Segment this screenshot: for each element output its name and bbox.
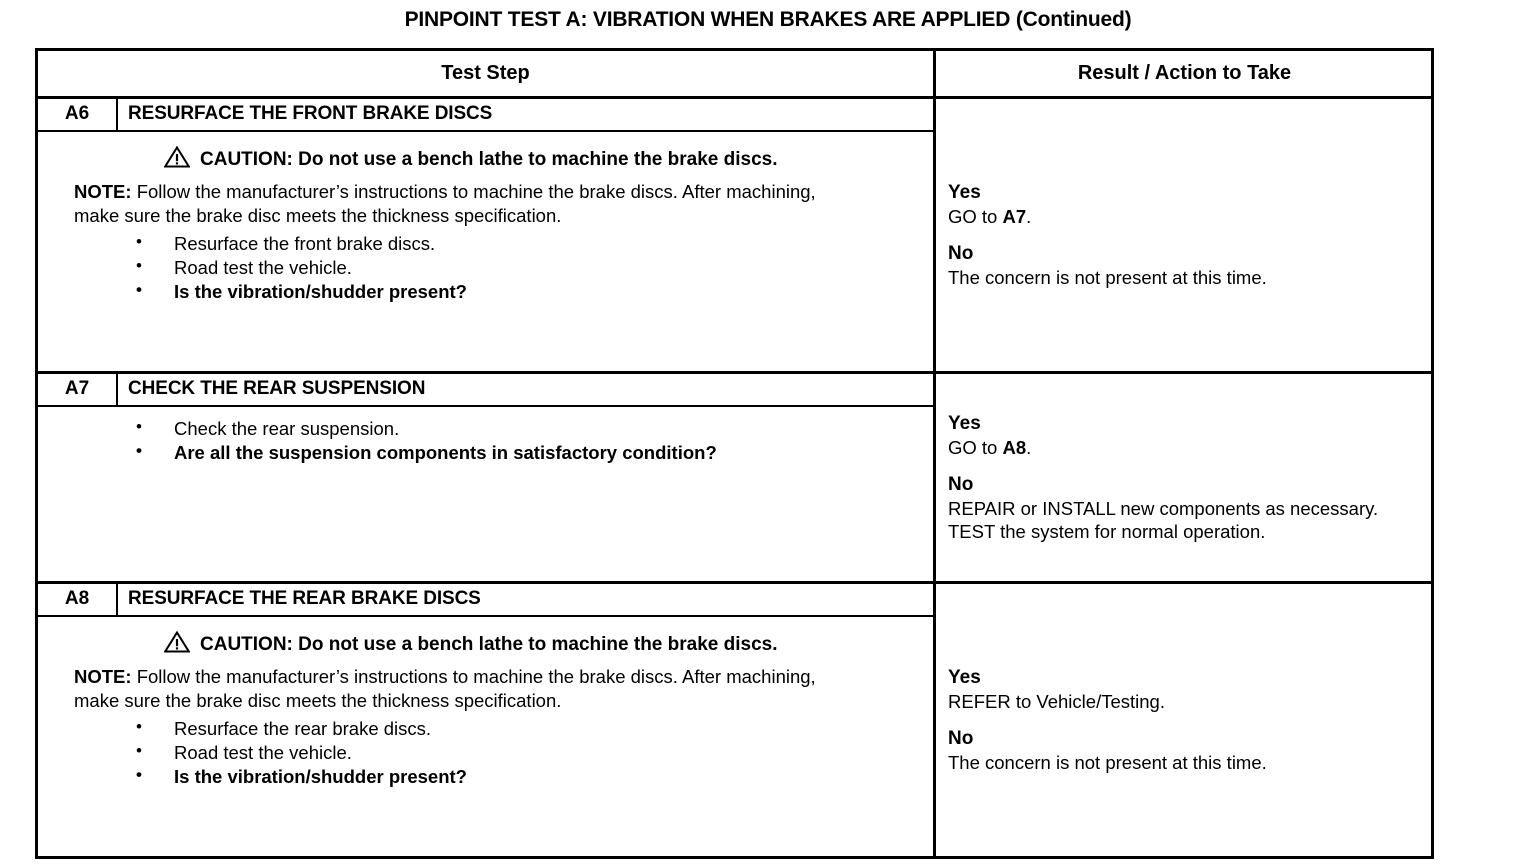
header-cell-result-action: Result / Action to Take bbox=[936, 51, 1431, 96]
result-action-pre: REFER to Vehicle/Testing. bbox=[948, 690, 1165, 712]
result-action-pre: The concern is not present at this time. bbox=[948, 266, 1267, 288]
warning-triangle-icon bbox=[163, 630, 191, 661]
step-titlebar-a8: A8 RESURFACE THE REAR BRAKE DISCS bbox=[38, 584, 933, 617]
result-answer-yes: Yes bbox=[948, 412, 981, 434]
result-action-ref: A8 bbox=[1002, 436, 1027, 458]
test-step-cell-a8: A8 RESURFACE THE REAR BRAKE DISCS CAUTIO… bbox=[38, 584, 936, 856]
result-action-yes: GO to A7. bbox=[948, 205, 1421, 228]
step-id-a6: A6 bbox=[38, 99, 118, 130]
list-item: Road test the vehicle. bbox=[128, 255, 921, 280]
list-item: Resurface the front brake discs. bbox=[128, 231, 921, 256]
note-lead-a8: NOTE: bbox=[74, 665, 132, 687]
result-cell-a7: Yes GO to A8. No REPAIR or INSTALL new c… bbox=[936, 374, 1431, 581]
result-answer-yes: Yes bbox=[948, 666, 981, 688]
table-row: A6 RESURFACE THE FRONT BRAKE DISCS CAUTI… bbox=[38, 99, 1431, 374]
table-header-row: Test Step Result / Action to Take bbox=[38, 51, 1431, 99]
header-label-test-step: Test Step bbox=[441, 62, 530, 84]
result-action-yes: GO to A8. bbox=[948, 436, 1421, 459]
page-title: PINPOINT TEST A: VIBRATION WHEN BRAKES A… bbox=[404, 8, 1132, 31]
result-answer-yes: Yes bbox=[948, 181, 981, 203]
step-id-a7: A7 bbox=[38, 374, 118, 405]
list-item: Resurface the rear brake discs. bbox=[128, 716, 921, 741]
result-action-pre: GO to bbox=[948, 436, 1003, 458]
note-text-a8: Follow the manufacturer’s instructions t… bbox=[74, 665, 816, 711]
pinpoint-test-table: Test Step Result / Action to Take A6 RES… bbox=[35, 48, 1434, 859]
result-action-no: The concern is not present at this time. bbox=[948, 751, 1421, 774]
step-body-a8: CAUTION: Do not use a bench lathe to mac… bbox=[38, 617, 933, 800]
result-answer-no: No bbox=[948, 728, 974, 749]
caution-text-a6: CAUTION: Do not use a bench lathe to mac… bbox=[200, 148, 778, 170]
caution-text-a8: CAUTION: Do not use a bench lathe to mac… bbox=[200, 633, 778, 655]
step-body-a7: Check the rear suspension. Are all the s… bbox=[38, 407, 933, 474]
result-action-no: The concern is not present at this time. bbox=[948, 266, 1421, 289]
result-block-a8: Yes REFER to Vehicle/Testing. No The con… bbox=[948, 666, 1421, 774]
step-id-a8: A8 bbox=[38, 584, 118, 615]
bullet-list-a8: Resurface the rear brake discs. Road tes… bbox=[128, 716, 921, 790]
list-item: Is the vibration/shudder present? bbox=[128, 279, 921, 304]
result-answer-no: No bbox=[948, 243, 974, 264]
list-item: Is the vibration/shudder present? bbox=[128, 764, 921, 789]
caution-a8: CAUTION: Do not use a bench lathe to mac… bbox=[128, 630, 921, 661]
caution-a6: CAUTION: Do not use a bench lathe to mac… bbox=[128, 145, 921, 176]
warning-triangle-icon bbox=[163, 145, 191, 176]
list-item: Road test the vehicle. bbox=[128, 740, 921, 765]
step-heading-a6: RESURFACE THE FRONT BRAKE DISCS bbox=[128, 103, 493, 124]
test-step-cell-a6: A6 RESURFACE THE FRONT BRAKE DISCS CAUTI… bbox=[38, 99, 936, 371]
step-heading-a7: CHECK THE REAR SUSPENSION bbox=[128, 378, 426, 399]
header-label-result-action: Result / Action to Take bbox=[1077, 62, 1292, 84]
step-titlebar-a6: A6 RESURFACE THE FRONT BRAKE DISCS bbox=[38, 99, 933, 132]
header-cell-test-step: Test Step bbox=[38, 51, 936, 96]
result-cell-a8: Yes REFER to Vehicle/Testing. No The con… bbox=[936, 584, 1431, 856]
bullet-list-a6: Resurface the front brake discs. Road te… bbox=[128, 231, 921, 305]
result-cell-a6: Yes GO to A7. No The concern is not pres… bbox=[936, 99, 1431, 371]
step-titlebar-a7: A7 CHECK THE REAR SUSPENSION bbox=[38, 374, 933, 407]
note-text-a6: Follow the manufacturer’s instructions t… bbox=[74, 180, 816, 226]
table-row: A7 CHECK THE REAR SUSPENSION Check the r… bbox=[38, 374, 1431, 584]
result-block-a6: Yes GO to A7. No The concern is not pres… bbox=[948, 181, 1421, 289]
result-action-pre: The concern is not present at this time. bbox=[948, 751, 1267, 773]
result-action-pre: GO to bbox=[948, 205, 1003, 227]
note-a6: NOTE: Follow the manufacturer’s instruct… bbox=[74, 180, 849, 228]
result-action-post: . bbox=[1026, 205, 1032, 227]
step-heading-a8: RESURFACE THE REAR BRAKE DISCS bbox=[128, 588, 481, 609]
result-action-pre: REPAIR or INSTALL new components as nece… bbox=[948, 497, 1379, 543]
result-action-no: REPAIR or INSTALL new components as nece… bbox=[948, 497, 1421, 544]
list-item: Are all the suspension components in sat… bbox=[128, 440, 854, 465]
step-body-a6: CAUTION: Do not use a bench lathe to mac… bbox=[38, 132, 933, 315]
result-action-yes: REFER to Vehicle/Testing. bbox=[948, 690, 1421, 713]
result-answer-no: No bbox=[948, 473, 974, 495]
test-step-cell-a7: A7 CHECK THE REAR SUSPENSION Check the r… bbox=[38, 374, 936, 581]
result-action-ref: A7 bbox=[1002, 205, 1027, 227]
note-lead-a6: NOTE: bbox=[74, 180, 132, 202]
note-a8: NOTE: Follow the manufacturer’s instruct… bbox=[74, 665, 849, 713]
result-action-post: . bbox=[1026, 436, 1032, 458]
list-item: Check the rear suspension. bbox=[128, 416, 921, 441]
bullet-list-a7: Check the rear suspension. Are all the s… bbox=[128, 416, 921, 466]
result-block-a7: Yes GO to A8. No REPAIR or INSTALL new c… bbox=[948, 412, 1421, 544]
table-row: A8 RESURFACE THE REAR BRAKE DISCS CAUTIO… bbox=[38, 584, 1431, 856]
